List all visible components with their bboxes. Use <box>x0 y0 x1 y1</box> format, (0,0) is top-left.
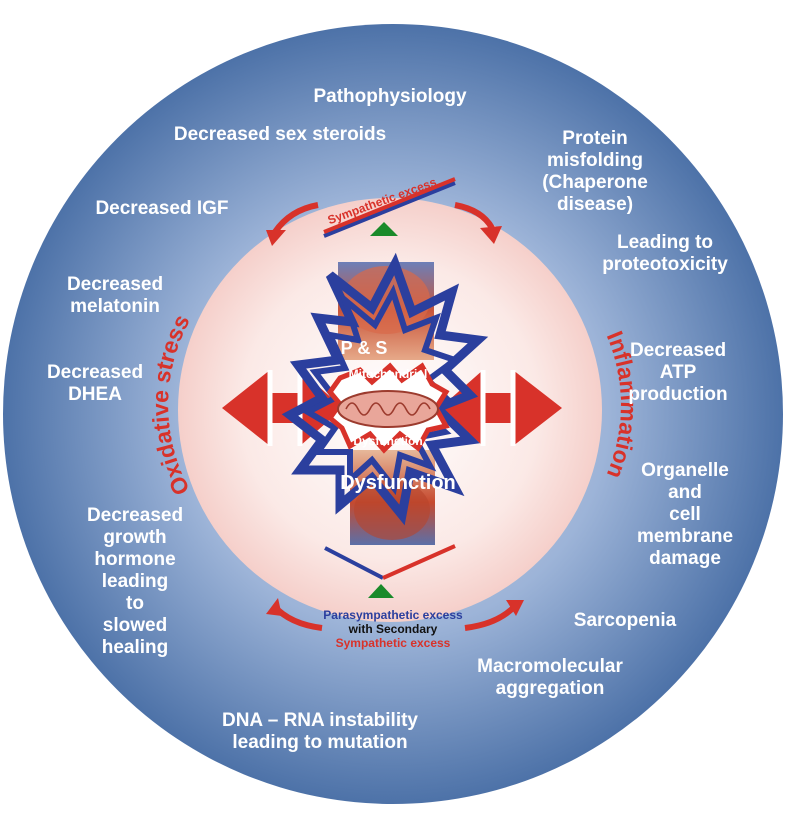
label-dna-rna-instability: DNA – RNA instability leading to mutatio… <box>221 710 418 753</box>
bottom-balance-line3: Sympathetic excess <box>335 636 451 650</box>
ps-label: P & S <box>341 338 388 358</box>
bottom-balance-line2: with Secondary <box>348 622 438 636</box>
bottom-balance-line1: Parasympathetic excess <box>323 608 463 622</box>
curved-arrow-right-top-icon <box>454 202 495 230</box>
label-decreased-atp: Decreased ATP production <box>628 340 728 405</box>
jagged-star-middle <box>301 284 462 496</box>
top-balance <box>266 177 502 246</box>
double-arrow-right-icon <box>440 370 562 446</box>
dysfunction-big-label: Dysfunction <box>340 472 456 494</box>
mitochondrial-label: Mitochondrial <box>349 367 428 381</box>
label-decreased-dhea: Decreased DHEA <box>46 362 144 405</box>
fulcrum-bottom-icon <box>368 584 394 598</box>
label-proteotoxicity: Leading to proteotoxicity <box>602 232 728 275</box>
fulcrum-top-icon <box>370 222 398 236</box>
label-decreased-sex-steroids: Decreased sex steroids <box>173 124 387 145</box>
label-pathophysiology: Pathophysiology <box>313 86 467 107</box>
label-organelle-damage: Organelle and cell membrane damage <box>636 460 734 569</box>
curved-arrow-left-top-icon <box>272 202 319 234</box>
label-decreased-igf: Decreased IGF <box>95 198 229 219</box>
label-decreased-melatonin: Decreased melatonin <box>66 274 164 317</box>
label-macromolecular-aggregation: Macromolecular aggregation <box>477 656 623 699</box>
mitochondrion-icon <box>337 390 439 428</box>
label-decreased-growth-hormone: Decreased growth hormone leading to slow… <box>86 505 184 658</box>
label-protein-misfolding: Protein misfolding (Chaperone disease) <box>542 128 648 215</box>
jagged-star-outer <box>281 252 489 526</box>
dysfunction-small-label: Dysfunction <box>353 434 422 448</box>
bottom-balance <box>266 544 524 631</box>
label-sarcopenia: Sarcopenia <box>573 610 677 631</box>
